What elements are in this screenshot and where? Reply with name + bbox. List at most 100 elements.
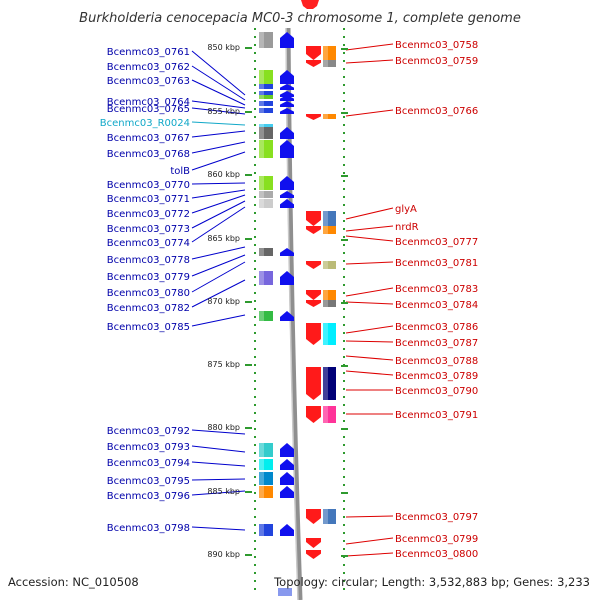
gene-label-left[interactable]: Bcenmc03_0773: [107, 224, 190, 235]
kbp-tick-mark: [341, 555, 348, 557]
gene-label-left[interactable]: tolB: [170, 166, 190, 177]
gene-label-right[interactable]: Bcenmc03_0799: [395, 534, 478, 545]
gene-label-right[interactable]: Bcenmc03_0800: [395, 549, 478, 560]
guide-dot: [343, 412, 345, 414]
gene-label-right[interactable]: Bcenmc03_0788: [395, 356, 478, 367]
gene-label-left[interactable]: Bcenmc03_0793: [107, 442, 190, 453]
top-red-arrow-stub: [301, 0, 319, 9]
gene-label-right[interactable]: Bcenmc03_0790: [395, 386, 478, 397]
gene-label-left[interactable]: Bcenmc03_0768: [107, 149, 190, 160]
gene-label-left[interactable]: Bcenmc03_0765: [107, 104, 190, 115]
guide-dot: [254, 188, 256, 190]
leader-line: [345, 515, 394, 518]
gene-label-right[interactable]: nrdR: [395, 222, 419, 233]
gene-label-left[interactable]: Bcenmc03_0796: [107, 491, 190, 502]
gene-label-left[interactable]: Bcenmc03_0780: [107, 288, 190, 299]
gene-box: [259, 70, 273, 84]
guide-dot: [343, 132, 345, 134]
gene-label-right[interactable]: Bcenmc03_0787: [395, 338, 478, 349]
gene-label-left[interactable]: Bcenmc03_0770: [107, 180, 190, 191]
gene-label-left[interactable]: Bcenmc03_0792: [107, 426, 190, 437]
gene-label-left[interactable]: Bcenmc03_0794: [107, 458, 190, 469]
guide-dot: [343, 180, 345, 182]
gene-label-left[interactable]: Bcenmc03_0779: [107, 272, 190, 283]
guide-dot: [254, 316, 256, 318]
guide-dot: [254, 44, 256, 46]
gene-label-right[interactable]: Bcenmc03_0786: [395, 322, 478, 333]
gene-label-left[interactable]: Bcenmc03_0761: [107, 47, 190, 58]
kbp-tick-mark: [245, 554, 252, 556]
gene-box: [323, 226, 336, 234]
kbp-tick-mark: [341, 492, 348, 494]
guide-dot: [343, 356, 345, 358]
gene-label-right[interactable]: Bcenmc03_0791: [395, 410, 478, 421]
guide-dot: [343, 516, 345, 518]
guide-dot: [343, 452, 345, 454]
guide-dot: [343, 92, 345, 94]
gene-label-right[interactable]: glyA: [395, 204, 417, 215]
gene-label-right[interactable]: Bcenmc03_0766: [395, 106, 478, 117]
guide-dot: [343, 380, 345, 382]
gene-label-left[interactable]: Bcenmc03_0774: [107, 238, 190, 249]
gene-label-left[interactable]: Bcenmc03_0762: [107, 62, 190, 73]
gene-box: [259, 84, 273, 89]
gene-box: [259, 472, 273, 485]
gene-box: [259, 524, 273, 536]
gene-arrow-up: [280, 459, 294, 470]
gene-label-right[interactable]: Bcenmc03_0758: [395, 40, 478, 51]
gene-label-left[interactable]: Bcenmc03_0785: [107, 322, 190, 333]
kbp-tick-label: 855 kbp: [207, 107, 240, 116]
gene-box-shade: [323, 290, 328, 300]
gene-arrow-up: [280, 472, 294, 485]
gene-label-left[interactable]: Bcenmc03_R0024: [100, 118, 190, 129]
guide-dot: [343, 164, 345, 166]
leader-line: [191, 314, 246, 327]
kbp-tick-mark: [245, 111, 252, 113]
gene-label-left[interactable]: Bcenmc03_0778: [107, 255, 190, 266]
gene-arrow-up: [280, 191, 294, 198]
guide-dot: [343, 540, 345, 542]
gene-box-shade: [259, 32, 264, 48]
leader-line: [191, 182, 246, 185]
kbp-tick-label: 875 kbp: [207, 360, 240, 369]
gene-box-shade: [323, 211, 328, 226]
gene-label-right[interactable]: Bcenmc03_0777: [395, 237, 478, 248]
gene-box: [323, 300, 336, 307]
gene-box-shade: [259, 140, 264, 158]
gene-label-left[interactable]: Bcenmc03_0795: [107, 476, 190, 487]
gene-box-shade: [323, 323, 328, 345]
gene-box-shade: [259, 91, 264, 96]
left-gene-labels: Bcenmc03_0761Bcenmc03_0762Bcenmc03_0763B…: [100, 47, 190, 534]
gene-label-right[interactable]: Bcenmc03_0784: [395, 300, 478, 311]
guide-dot: [343, 268, 345, 270]
gene-label-left[interactable]: Bcenmc03_0767: [107, 133, 190, 144]
gene-label-left[interactable]: Bcenmc03_0764: [107, 97, 190, 108]
gene-label-right[interactable]: Bcenmc03_0797: [395, 512, 478, 523]
guide-dot: [254, 84, 256, 86]
guide-dot: [254, 564, 256, 566]
guide-dot: [254, 276, 256, 278]
gene-label-left[interactable]: Bcenmc03_0763: [107, 76, 190, 87]
gene-label-left[interactable]: Bcenmc03_0772: [107, 209, 190, 220]
leader-line: [345, 537, 394, 545]
gene-label-right[interactable]: Bcenmc03_0783: [395, 284, 478, 295]
gene-label-right[interactable]: Bcenmc03_0781: [395, 258, 478, 269]
leader-line: [191, 189, 246, 199]
guide-dot: [254, 52, 256, 54]
guide-dot: [254, 436, 256, 438]
kbp-tick-mark: [341, 302, 348, 304]
gene-box: [323, 367, 336, 400]
gene-label-left[interactable]: Bcenmc03_0798: [107, 523, 190, 534]
gene-label-right[interactable]: Bcenmc03_0789: [395, 371, 478, 382]
gene-box-shade: [259, 459, 264, 470]
gene-label-left[interactable]: Bcenmc03_0782: [107, 303, 190, 314]
guide-dot: [343, 236, 345, 238]
gene-box-shade: [323, 60, 328, 67]
guide-dot: [343, 564, 345, 566]
kbp-tick-mark: [245, 427, 252, 429]
gene-arrow-up: [280, 127, 294, 139]
gene-label-right[interactable]: Bcenmc03_0759: [395, 56, 478, 67]
gene-arrow-down: [306, 261, 321, 269]
gene-label-left[interactable]: Bcenmc03_0771: [107, 194, 190, 205]
guide-dot: [343, 60, 345, 62]
